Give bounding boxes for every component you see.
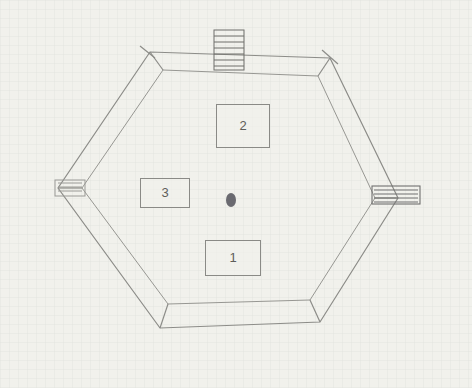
position-box: 2 xyxy=(216,104,270,148)
top-striped-block xyxy=(214,30,244,70)
right-hatched-gate xyxy=(372,186,420,204)
box-number: 2 xyxy=(239,119,246,133)
position-box: 3 xyxy=(140,178,190,208)
arena-outline xyxy=(58,46,398,328)
center-dot xyxy=(226,193,236,207)
box-number: 3 xyxy=(161,186,168,200)
position-box: 1 xyxy=(205,240,261,276)
left-hatched-gate xyxy=(55,180,85,196)
box-number: 1 xyxy=(229,251,236,265)
